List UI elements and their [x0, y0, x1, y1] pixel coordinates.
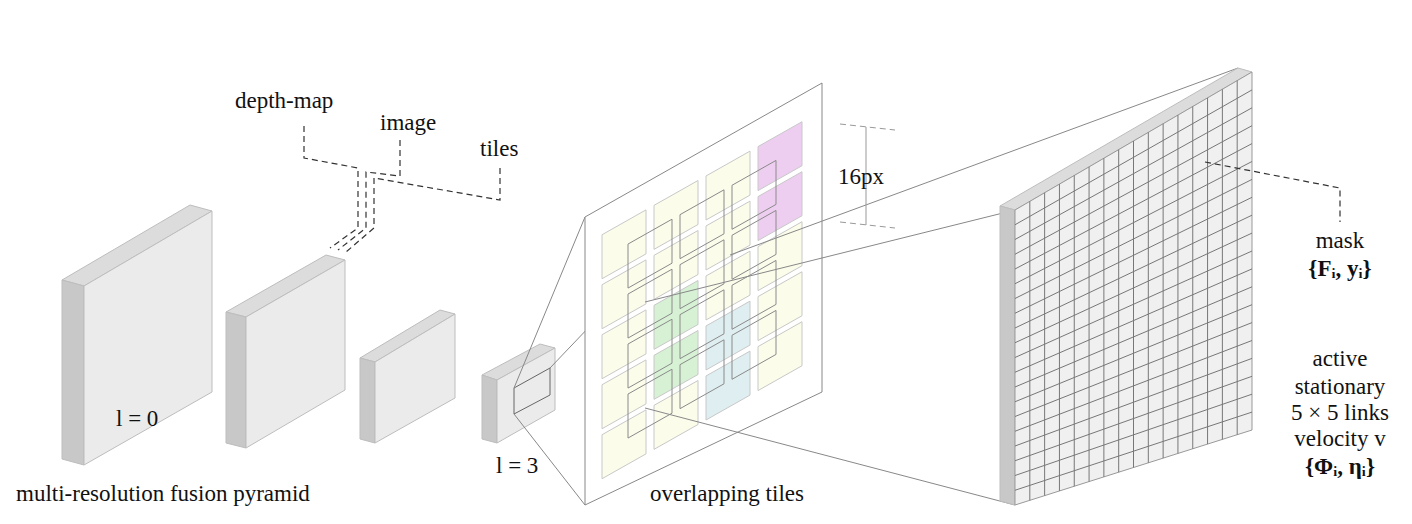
- tile-outline: [680, 240, 724, 309]
- leader-lines: [304, 126, 1340, 252]
- mesh-line: [1015, 144, 1252, 269]
- panel-label: overlapping tiles: [650, 481, 804, 506]
- mesh-line: [1015, 412, 1252, 490]
- mask-label: mask: [1316, 228, 1365, 253]
- leader-label: tiles: [480, 136, 518, 161]
- level-label: l = 3: [496, 453, 538, 478]
- tile-outline: [732, 160, 776, 229]
- mask-symbols: {Fᵢ, yᵢ}: [1308, 256, 1371, 281]
- mesh-line: [1015, 394, 1252, 475]
- tile-panel: [585, 83, 822, 505]
- mask-mesh: [1000, 68, 1252, 505]
- tile-outline: [680, 190, 724, 259]
- mesh-line: [1015, 233, 1252, 343]
- mesh-symbols: {Φᵢ, ηᵢ}: [1305, 454, 1375, 479]
- tile: [706, 351, 750, 420]
- projection-lines: [514, 83, 822, 505]
- mesh-line: [1015, 90, 1252, 225]
- tile-outline: [628, 269, 672, 338]
- mesh-line: [1015, 197, 1252, 313]
- tile-outline: [732, 210, 776, 279]
- dimension-label: 16px: [838, 164, 884, 189]
- leader-label: depth-map: [235, 88, 333, 113]
- tile: [758, 322, 802, 391]
- caption-label: multi-resolution fusion pyramid: [16, 481, 310, 506]
- tile-grid: [602, 122, 802, 479]
- leader-label: image: [380, 110, 436, 135]
- mesh-label: active: [1313, 346, 1368, 371]
- tile-outline: [628, 319, 672, 388]
- level-label: l = 0: [116, 406, 158, 431]
- tile-outline: [732, 310, 776, 379]
- pyramid-slabs: [62, 205, 555, 465]
- mesh-line: [1015, 251, 1252, 358]
- mesh-line: [1015, 341, 1252, 432]
- mesh-label: velocity v: [1294, 426, 1385, 451]
- tile-outline: [680, 290, 724, 359]
- mesh-line: [1015, 108, 1252, 240]
- mesh-line: [1015, 305, 1252, 402]
- mesh-line: [1015, 162, 1252, 284]
- mesh-line: [1015, 179, 1252, 298]
- tile-outline: [628, 369, 672, 438]
- tile-outline: [680, 340, 724, 409]
- mesh-line: [1015, 269, 1252, 372]
- mesh-line: [1015, 376, 1252, 460]
- tile-outline: [628, 219, 672, 288]
- mesh-label: 5 × 5 links: [1291, 400, 1389, 425]
- mesh-line: [1015, 358, 1252, 446]
- mesh-line: [1015, 126, 1252, 255]
- tile: [654, 381, 698, 450]
- mesh-line: [1015, 215, 1252, 328]
- tile: [602, 410, 646, 479]
- mesh-label: stationary: [1295, 374, 1386, 399]
